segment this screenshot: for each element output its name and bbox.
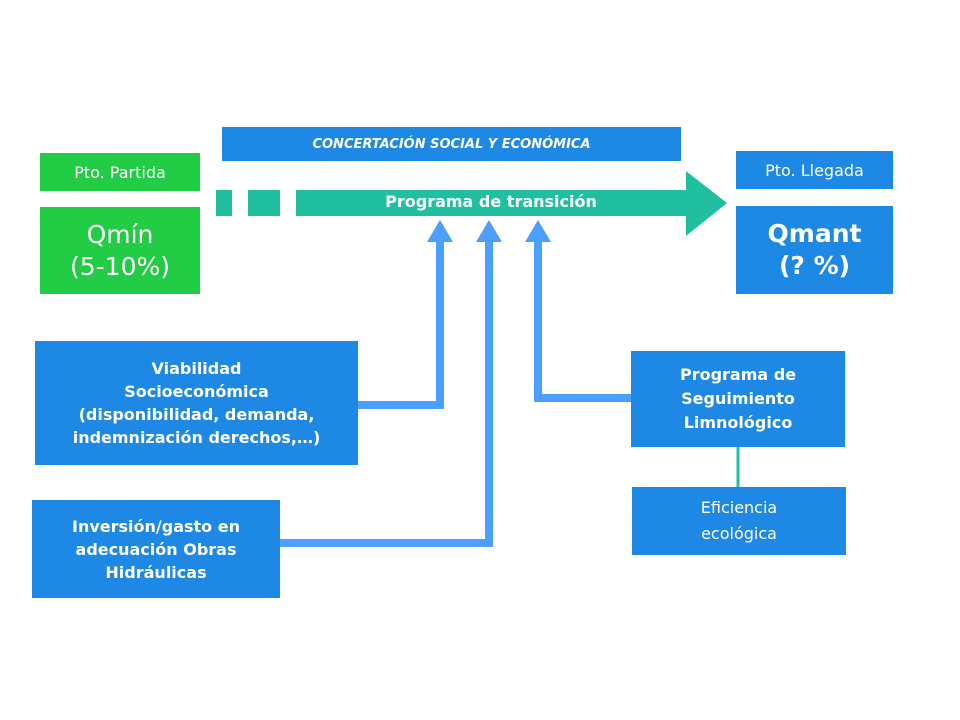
start-label: Pto. Partida: [74, 162, 166, 182]
transition-arrow: [296, 171, 727, 236]
investment-box: Inversión/gasto en adecuación Obras Hidr…: [32, 500, 280, 598]
connector-monitoring: [534, 240, 631, 402]
investment-line-3: Hidráulicas: [105, 562, 207, 582]
start-value-line1: Qmín: [86, 219, 154, 249]
transition-label-box: Programa de transición: [296, 188, 686, 214]
viability-line-1: Viabilidad: [151, 359, 242, 378]
dash-segment-2: [248, 190, 280, 216]
header-banner: CONCERTACIÓN SOCIAL Y ECONÓMICA: [222, 127, 681, 161]
viability-line-3: (disponibilidad, demanda,: [78, 405, 315, 424]
end-label-box: Pto. Llegada: [736, 151, 893, 189]
arrowhead-viability: [427, 220, 453, 242]
arrowhead-monitoring: [525, 220, 551, 242]
monitoring-line-1: Programa de: [679, 365, 797, 384]
connector-viability: [358, 240, 444, 409]
start-label-box: Pto. Partida: [40, 153, 200, 191]
end-value-line2: (? %): [778, 251, 851, 280]
end-label: Pto. Llegada: [765, 160, 864, 180]
start-value-line2: (5-10%): [70, 251, 170, 281]
dash-segment-1: [216, 190, 232, 216]
monitoring-line-3: Limnológico: [683, 413, 793, 432]
arrowhead-investment: [476, 220, 502, 242]
viability-line-2: Socioeconómica: [124, 382, 269, 401]
monitoring-box: Programa de Seguimiento Limnológico: [631, 351, 845, 447]
efficiency-line-2: ecológica: [701, 524, 777, 543]
connector-investment: [280, 240, 493, 547]
efficiency-line-1: Eficiencia: [700, 498, 778, 517]
header-label: CONCERTACIÓN SOCIAL Y ECONÓMICA: [312, 136, 591, 152]
investment-line-2: adecuación Obras: [75, 539, 237, 559]
monitoring-line-2: Seguimiento: [681, 389, 795, 408]
viability-box: Viabilidad Socioeconómica (disponibilida…: [35, 341, 358, 465]
start-value-box: Qmín (5-10%): [40, 207, 200, 294]
transition-label: Programa de transición: [385, 191, 597, 211]
investment-line-1: Inversión/gasto en: [72, 516, 240, 536]
viability-line-4: indemnización derechos,…): [72, 428, 321, 447]
end-value-box: Qmant (? %): [736, 206, 893, 294]
efficiency-box: Eficiencia ecológica: [632, 487, 846, 555]
end-value-line1: Qmant: [767, 219, 862, 248]
